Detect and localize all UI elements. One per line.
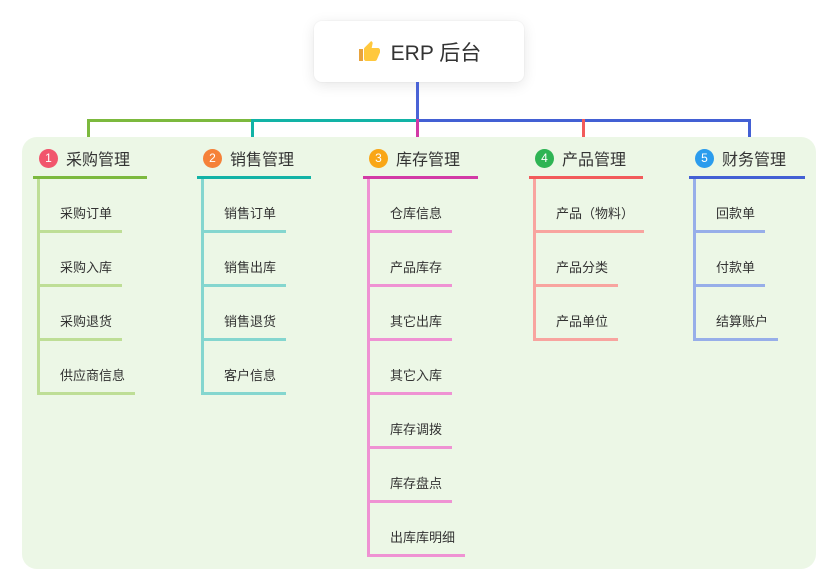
- children-purchase: 采购订单采购入库采购退货供应商信息: [37, 179, 147, 395]
- branch-group-panel: [22, 137, 816, 569]
- connector-drop-inventory: [416, 119, 419, 147]
- connector-drop-product: [582, 119, 585, 147]
- child-node-label: 回款单: [696, 203, 766, 233]
- branch-product: 4 产品管理 产品（物料） 产品分类产品单位: [529, 146, 645, 341]
- connector-bus-teal: [252, 119, 417, 122]
- connector-root-stem: [416, 82, 419, 120]
- child-node-label: 其它入库: [370, 365, 453, 395]
- branch-inventory: 3 库存管理 仓库信息产品库存其它出库其它入库库存调拨库存盘点出库库明细: [363, 146, 478, 557]
- child-node[interactable]: 结算账户: [696, 287, 805, 341]
- child-node-label: 其它出库: [370, 311, 453, 341]
- child-node-label: 客户信息: [204, 365, 287, 395]
- child-node[interactable]: 产品单位: [536, 287, 643, 341]
- badge-2: 2: [203, 148, 222, 168]
- child-node-label: 销售订单: [204, 203, 287, 233]
- child-node[interactable]: 采购退货: [40, 287, 147, 341]
- branch-title-inventory[interactable]: 3 库存管理: [363, 146, 478, 179]
- child-node[interactable]: 供应商信息: [40, 341, 147, 395]
- child-node[interactable]: 销售出库: [204, 233, 311, 287]
- branch-label: 销售管理: [230, 152, 295, 169]
- child-node[interactable]: 库存盘点: [370, 449, 478, 503]
- child-node[interactable]: 出库库明细: [370, 503, 478, 557]
- children-inventory: 仓库信息产品库存其它出库其它入库库存调拨库存盘点出库库明细: [367, 179, 478, 557]
- child-node-label: 供应商信息: [40, 365, 136, 395]
- branch-purchase: 1 采购管理 采购订单采购入库采购退货供应商信息: [33, 146, 147, 395]
- child-node[interactable]: 客户信息: [204, 341, 311, 395]
- child-node-label: 付款单: [696, 257, 766, 287]
- child-node-label: 产品分类: [536, 257, 619, 287]
- child-node[interactable]: 回款单: [696, 179, 805, 233]
- thumbs-up-icon: [357, 40, 381, 64]
- branch-title-finance[interactable]: 5 财务管理: [689, 146, 805, 179]
- branch-label: 财务管理: [722, 152, 787, 169]
- branch-title-product[interactable]: 4 产品管理: [529, 146, 643, 179]
- child-node-label: 采购退货: [40, 311, 123, 341]
- branch-sales: 2 销售管理 销售订单销售出库销售退货客户信息: [197, 146, 311, 395]
- badge-4: 4: [535, 148, 554, 168]
- child-node-label: 库存调拨: [370, 419, 453, 449]
- child-node-label: 仓库信息: [370, 203, 453, 233]
- child-node-label: 采购入库: [40, 257, 123, 287]
- child-node[interactable]: 销售退货: [204, 287, 311, 341]
- branch-title-sales[interactable]: 2 销售管理: [197, 146, 311, 179]
- child-node-label: 结算账户: [696, 311, 779, 341]
- branch-label: 采购管理: [66, 152, 131, 169]
- child-node-label: 销售出库: [204, 257, 287, 287]
- child-node[interactable]: 付款单: [696, 233, 805, 287]
- connector-drop-sales: [251, 119, 254, 147]
- branch-title-purchase[interactable]: 1 采购管理: [33, 146, 147, 179]
- child-node[interactable]: 产品库存: [370, 233, 478, 287]
- children-sales: 销售订单销售出库销售退货客户信息: [201, 179, 311, 395]
- child-node-label: 产品（物料）: [536, 203, 645, 233]
- child-node[interactable]: 销售订单: [204, 179, 311, 233]
- child-node[interactable]: 其它入库: [370, 341, 478, 395]
- child-node[interactable]: 采购订单: [40, 179, 147, 233]
- root-node-erp[interactable]: ERP 后台: [314, 21, 524, 82]
- child-node-label: 库存盘点: [370, 473, 453, 503]
- child-node[interactable]: 库存调拨: [370, 395, 478, 449]
- branch-label: 产品管理: [562, 152, 627, 169]
- child-node[interactable]: 产品分类: [536, 233, 643, 287]
- children-finance: 回款单付款单结算账户: [693, 179, 805, 341]
- children-product: 产品（物料） 产品分类产品单位: [533, 179, 645, 341]
- connector-drop-finance: [748, 119, 751, 147]
- child-node[interactable]: 仓库信息: [370, 179, 478, 233]
- child-node[interactable]: 产品（物料）: [536, 179, 645, 233]
- badge-3: 3: [369, 148, 388, 168]
- child-node-label: 产品库存: [370, 257, 453, 287]
- child-node-label: 出库库明细: [370, 527, 466, 557]
- child-node-label: 采购订单: [40, 203, 123, 233]
- child-node[interactable]: 采购入库: [40, 233, 147, 287]
- connector-drop-purchase: [87, 119, 90, 147]
- child-node[interactable]: 其它出库: [370, 287, 478, 341]
- root-node-label: ERP 后台: [390, 41, 482, 65]
- child-node-label: 销售退货: [204, 311, 287, 341]
- badge-1: 1: [39, 148, 58, 168]
- branch-label: 库存管理: [396, 152, 461, 169]
- branch-finance: 5 财务管理 回款单付款单结算账户: [689, 146, 805, 341]
- connector-bus-green: [87, 119, 252, 122]
- child-node-label: 产品单位: [536, 311, 619, 341]
- badge-5: 5: [695, 148, 714, 168]
